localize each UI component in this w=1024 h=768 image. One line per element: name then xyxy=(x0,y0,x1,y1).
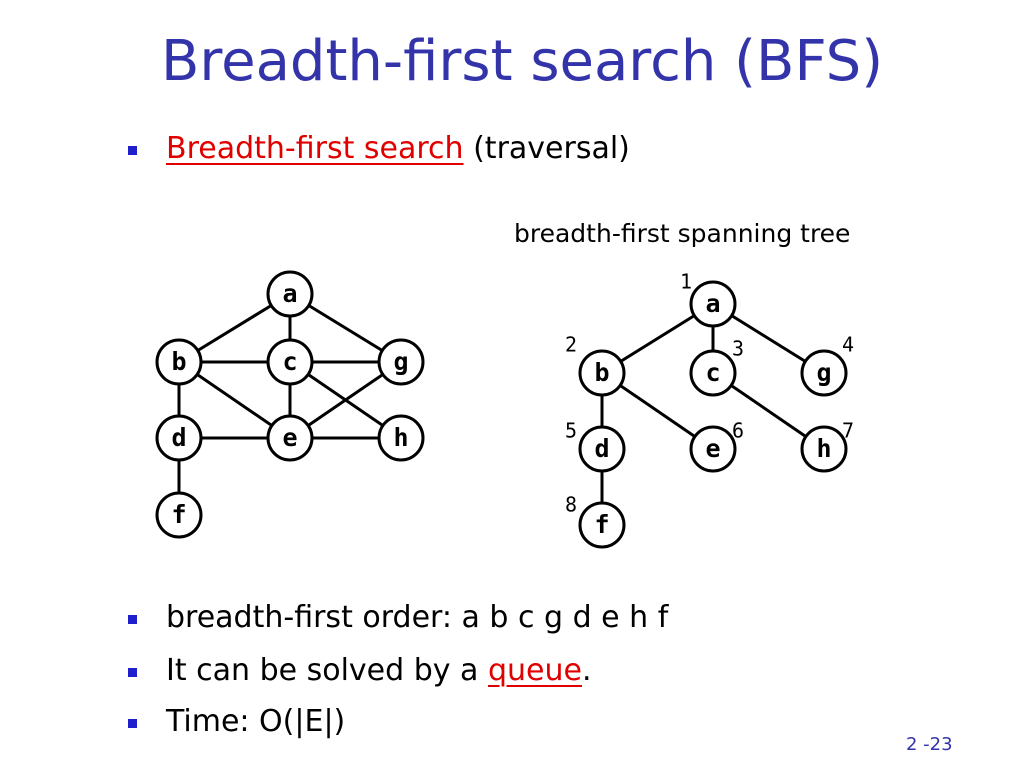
graph-node-label-c: c xyxy=(282,347,297,376)
visit-order-a: 1 xyxy=(680,270,692,294)
visit-order-d: 5 xyxy=(565,419,577,443)
graph-node-b xyxy=(155,338,203,386)
slide-number: 2 -23 xyxy=(906,734,953,755)
graph-node-g xyxy=(377,338,425,386)
spanning-tree-caption: breadth-first spanning tree xyxy=(514,219,851,248)
tree-node-label-c: c xyxy=(705,358,720,387)
graph-node-label-b: b xyxy=(171,347,186,376)
bullet-square-icon xyxy=(128,615,137,624)
graph-node-label-f: f xyxy=(171,500,186,529)
tree-node-e xyxy=(689,425,737,473)
tree-node-label-e: e xyxy=(705,434,720,463)
tree-node-d xyxy=(578,425,626,473)
graph-node-label-d: d xyxy=(171,423,186,452)
breadth-first-order-text: breadth-first order: a b c g d e h f xyxy=(166,600,669,635)
tree-node-label-b: b xyxy=(594,358,609,387)
tree-node-c xyxy=(689,349,737,397)
tree-node-label-g: g xyxy=(816,358,831,387)
tree-node-label-d: d xyxy=(594,434,609,463)
tree-node-label-a: a xyxy=(705,289,720,318)
visit-order-e: 6 xyxy=(732,419,744,443)
tree-node-a xyxy=(689,280,737,328)
tree-node-label-f: f xyxy=(594,510,609,539)
visit-order-g: 4 xyxy=(842,333,854,357)
tree-node-g xyxy=(800,349,848,397)
visit-order-f: 8 xyxy=(565,493,577,517)
visit-order-c: 3 xyxy=(732,337,744,361)
tree-node-b xyxy=(578,349,626,397)
visit-order-b: 2 xyxy=(565,333,577,357)
slide-title: Breadth-first search (BFS) xyxy=(160,29,884,94)
bullet-square-icon xyxy=(128,146,137,155)
graph-node-f xyxy=(155,491,203,539)
graph-node-label-e: e xyxy=(282,423,297,452)
graph-node-d xyxy=(155,414,203,462)
visit-order-h: 7 xyxy=(842,419,854,443)
tree-node-f xyxy=(578,501,626,549)
graph-node-e xyxy=(266,414,314,462)
queue-suffix-text: . xyxy=(581,653,592,688)
graph-node-label-g: g xyxy=(393,347,408,376)
tree-node-label-h: h xyxy=(816,434,831,463)
graph-node-c xyxy=(266,338,314,386)
queue-prefix-text: It can be solved by a xyxy=(166,653,488,688)
queue-highlight: queue xyxy=(487,653,582,688)
bullet-square-icon xyxy=(128,719,137,728)
graph-node-label-a: a xyxy=(282,279,297,308)
graph-node-h xyxy=(377,414,425,462)
graph-node-label-h: h xyxy=(393,423,408,452)
time-complexity-text: Time: O(|E|) xyxy=(166,704,346,739)
tree-node-h xyxy=(800,425,848,473)
bfs-traversal-text: (traversal) xyxy=(463,131,630,166)
bullet-square-icon xyxy=(128,668,137,677)
bfs-highlight: Breadth-first search xyxy=(166,131,464,166)
graph-node-a xyxy=(266,270,314,318)
